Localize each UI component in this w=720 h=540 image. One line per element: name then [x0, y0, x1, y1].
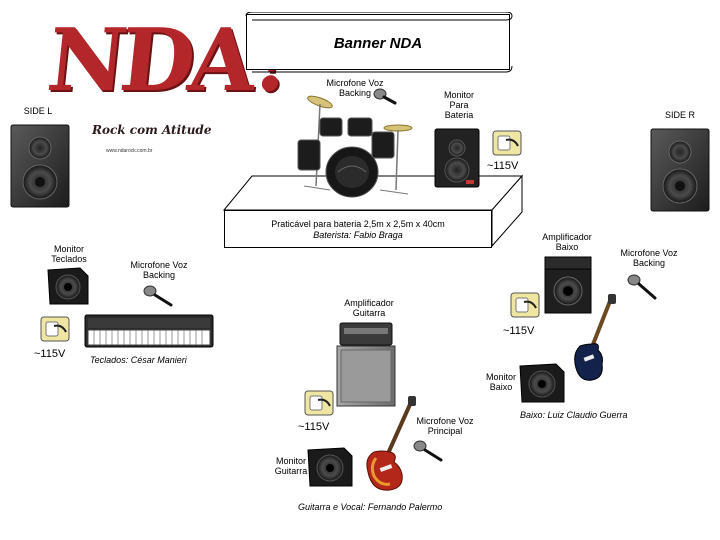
banner-scroll-icon [245, 12, 513, 73]
keys-mic-label: Microfone Voz Backing [130, 260, 188, 280]
logo-tagline: Rock com Atitude [92, 123, 212, 137]
bass-power-outlet-icon [510, 292, 540, 318]
side-r-speaker-icon [650, 128, 710, 212]
bass-guitar-icon [574, 294, 616, 381]
bass-monitor-icon [519, 363, 565, 403]
bass-monitor-label: Monitor Baixo [485, 372, 516, 392]
banner-title: Banner NDA [333, 35, 423, 52]
guitar-monitor-icon [307, 447, 353, 487]
drum-power-outlet-icon [492, 130, 522, 156]
bass-voltage: ~115V [503, 325, 535, 337]
keys-player: Teclados: César Manieri [90, 355, 187, 365]
drum-monitor-icon [434, 128, 480, 188]
guitar-monitor-label: Monitor Guitarra [274, 456, 308, 476]
keys-monitor-icon [47, 267, 89, 305]
drums-mic-label: Microfone Voz Backing [326, 78, 384, 98]
keyboard-icon [84, 314, 214, 348]
banner-box: Banner NDA [246, 14, 510, 70]
keys-power-outlet-icon [40, 316, 70, 342]
electric-guitar-icon [366, 396, 416, 491]
drummer-name: Baterista: Fabio Braga [313, 230, 403, 240]
guitar-mic-icon [413, 440, 443, 462]
side-r-label: SIDE R [664, 110, 695, 120]
bass-player: Baixo: Luiz Claudio Guerra [520, 410, 628, 420]
riser-dimensions: Praticável para bateria 2,5m x 2,5m x 40… [271, 219, 445, 229]
guitar-power-outlet-icon [304, 390, 334, 416]
bass-amp-icon [544, 256, 592, 314]
keys-mic-icon [143, 285, 173, 307]
drum-monitor-label: Monitor Para Bateria [443, 90, 474, 120]
drum-kit-icon [297, 95, 413, 198]
drum-riser: Praticável para bateria 2,5m x 2,5m x 40… [224, 210, 492, 248]
side-l-speaker-icon [10, 124, 70, 208]
bass-amp-label: Amplificador Baixo [542, 232, 592, 252]
side-l-label: SIDE L [23, 106, 53, 116]
guitar-mic-label: Microfone Voz Principal [416, 416, 474, 436]
drum-voltage: ~115V [487, 160, 519, 172]
guitar-amp-label: Amplificador Guitarra [344, 298, 394, 318]
keys-monitor-label: Monitor Teclados [51, 244, 87, 264]
bass-mic-icon [627, 274, 657, 300]
logo-website: www.ndarock.com.br [106, 148, 153, 154]
bass-mic-label: Microfone Voz Backing [620, 248, 678, 268]
guitar-player: Guitarra e Vocal: Fernando Palermo [298, 502, 443, 512]
drums-mic-icon [373, 88, 397, 105]
guitar-amp-icon [336, 322, 396, 407]
guitar-voltage: ~115V [298, 421, 330, 433]
keys-voltage: ~115V [34, 348, 66, 360]
